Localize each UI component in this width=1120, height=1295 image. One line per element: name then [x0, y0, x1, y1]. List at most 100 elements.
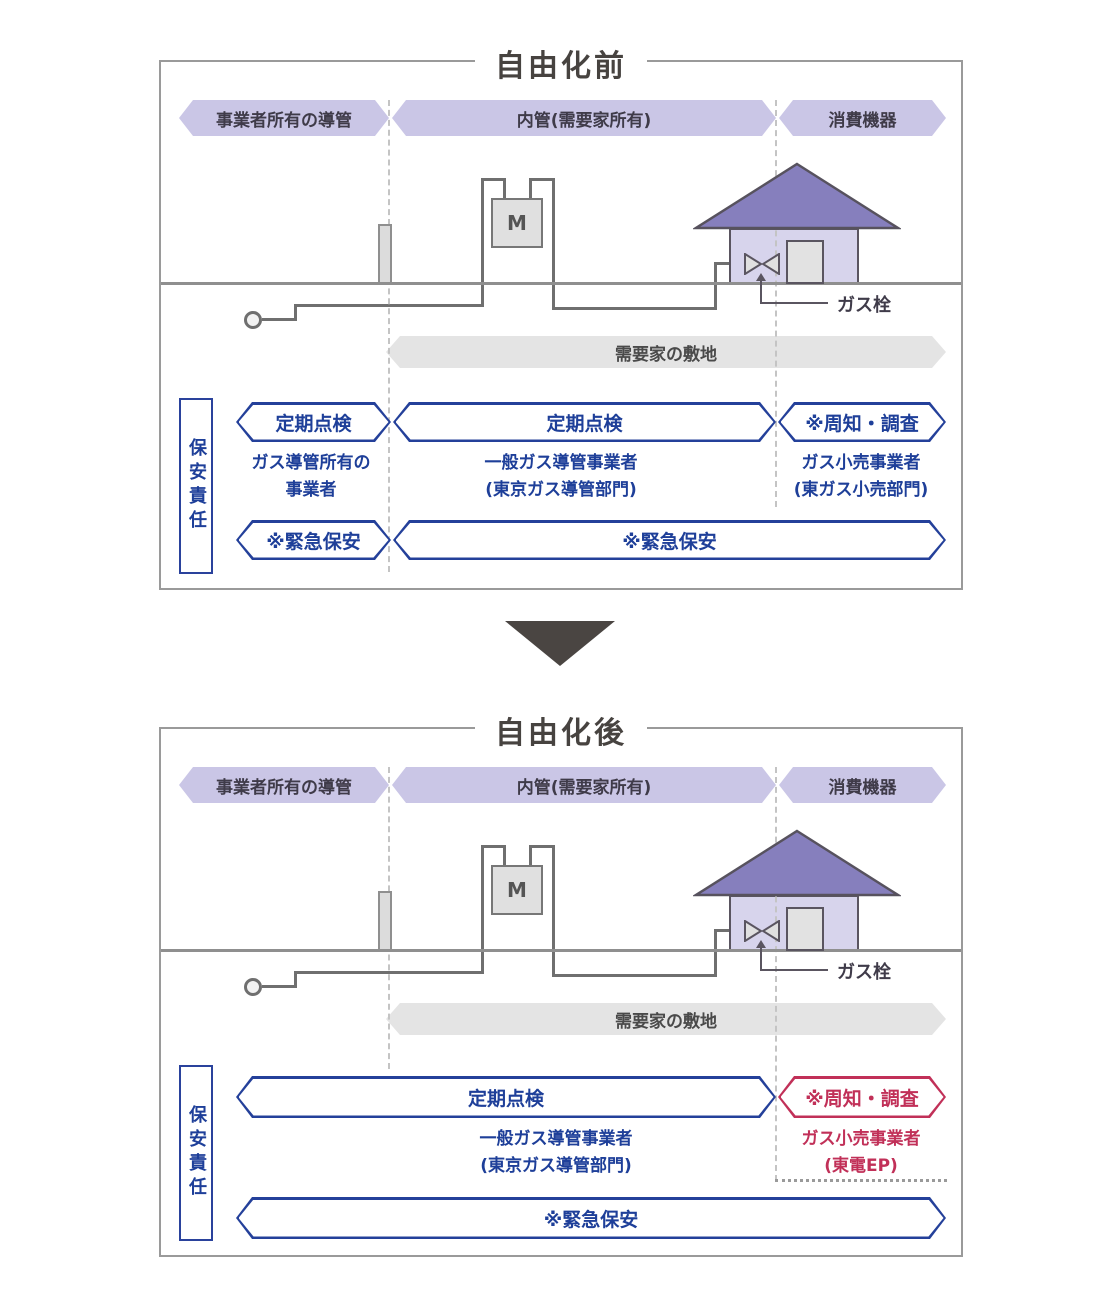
pipe-segment — [529, 845, 532, 869]
water-heater-box — [786, 240, 824, 284]
operator-line: 一般ガス導管事業者 — [484, 453, 638, 473]
pipe-segment — [481, 845, 506, 848]
pipe-segment — [552, 178, 555, 310]
hex-fill — [396, 523, 944, 558]
house-roof-icon — [693, 162, 901, 230]
boundary-dash-left — [388, 100, 390, 572]
transition-arrow-icon — [505, 621, 615, 666]
safety-responsibility-box: 保安責任 — [179, 1065, 213, 1241]
house-roof-icon — [693, 829, 901, 897]
pipe-segment — [552, 974, 717, 977]
zone-inner-pipe: 内管(需要家所有) — [392, 767, 776, 803]
operator-line: ガス小売事業者 — [801, 1129, 921, 1149]
pipe-segment — [503, 845, 506, 869]
operator-line: (東ガス小売部門) — [793, 480, 929, 501]
panel-title: 自由化前 — [475, 41, 647, 85]
emergency-hex-wide: ※緊急保安 — [393, 520, 946, 560]
panel-title: 自由化後 — [475, 708, 647, 752]
pipe-segment — [552, 307, 717, 310]
operator-general-pipe: 一般ガス導管事業者 (東京ガス導管部門) — [341, 1126, 771, 1180]
operator-line: 一般ガス導管事業者 — [479, 1129, 633, 1149]
water-heater-box — [786, 907, 824, 951]
operator-line: (東京ガス導管部門) — [485, 480, 637, 501]
operator-gas-retailer: ガス小売事業者 (東電EP) — [771, 1126, 951, 1180]
zone-consumer-equipment: 消費機器 — [779, 767, 946, 803]
gas-tap-pointer-line — [760, 302, 828, 304]
operator-line: (東京ガス導管部門) — [480, 1156, 632, 1177]
hex-label: ※緊急保安 — [622, 530, 717, 553]
gas-meter: M — [491, 865, 543, 915]
boundary-dot-horizontal — [775, 1179, 947, 1182]
hex-fill — [239, 1079, 774, 1116]
gas-tap-arrow-icon — [756, 273, 766, 281]
meter-label: M — [507, 211, 527, 235]
meter-label: M — [507, 878, 527, 902]
gas-valve-icon — [744, 920, 780, 942]
panel-before-liberalization: 自由化前 事業者所有の導管 内管(需要家所有) 消費機器 M ガス栓 需要家の敷… — [159, 41, 963, 590]
gas-main-connection-icon — [244, 311, 262, 329]
hex-label: 定期点検 — [275, 412, 352, 435]
pipe-segment — [481, 845, 484, 974]
safety-responsibility-box: 保安責任 — [179, 398, 213, 574]
hex-fill — [781, 405, 944, 440]
hex-label: 定期点検 — [467, 1087, 544, 1110]
gas-tap-pointer-line — [760, 969, 828, 971]
hex-label: ※周知・調査 — [805, 412, 919, 435]
notification-survey-hex: ※周知・調査 — [778, 402, 946, 442]
hex-fill — [239, 1200, 944, 1237]
operator-line: ガス導管所有の — [251, 453, 371, 473]
pipe-segment — [529, 845, 555, 848]
operator-line: 事業者 — [285, 480, 337, 501]
ground-line — [161, 949, 961, 952]
pipe-segment — [262, 985, 296, 988]
ground-line — [161, 282, 961, 285]
boundary-dash-right — [775, 767, 777, 1181]
pipe-segment — [529, 178, 532, 202]
consumer-premises-banner: 需要家の敷地 — [386, 1003, 946, 1035]
hex-label: 定期点検 — [546, 412, 623, 435]
emergency-hex-left: ※緊急保安 — [236, 520, 391, 560]
notification-survey-hex: ※周知・調査 — [778, 1076, 946, 1118]
riser-post — [378, 224, 392, 284]
operator-line: (東電EP) — [824, 1156, 898, 1177]
zone-inner-pipe: 内管(需要家所有) — [392, 100, 776, 136]
hex-fill — [239, 405, 389, 440]
pipe-segment — [529, 178, 555, 181]
pipe-segment — [262, 318, 296, 321]
pipe-segment — [294, 304, 297, 321]
gas-valve-icon — [744, 253, 780, 275]
gas-tap-label: ガス栓 — [837, 295, 891, 316]
gas-tap-arrow-icon — [756, 940, 766, 948]
zone-operator-owned-pipe: 事業者所有の導管 — [179, 100, 389, 136]
pipe-segment — [714, 929, 717, 977]
consumer-premises-banner: 需要家の敷地 — [386, 336, 946, 368]
panel-after-liberalization: 自由化後 事業者所有の導管 内管(需要家所有) 消費機器 M ガス栓 需要家の敷… — [159, 708, 963, 1257]
inspection-hex-general-pipe-operator: 定期点検 — [236, 1076, 776, 1118]
pipe-segment — [714, 262, 717, 310]
operator-gas-retailer: ガス小売事業者 (東ガス小売部門) — [771, 450, 951, 504]
pipe-segment — [552, 845, 555, 977]
pipe-segment — [481, 178, 506, 181]
emergency-hex-wide: ※緊急保安 — [236, 1197, 946, 1239]
gas-tap-pointer-line — [760, 947, 762, 971]
pipe-segment — [503, 178, 506, 202]
gas-tap-label: ガス栓 — [837, 962, 891, 983]
pipe-segment — [481, 178, 484, 307]
inspection-hex-pipe-owner: 定期点検 — [236, 402, 391, 442]
hex-fill — [396, 405, 774, 440]
operator-line: ガス小売事業者 — [801, 453, 921, 473]
gas-tap-pointer-line — [760, 280, 762, 304]
riser-post — [378, 891, 392, 951]
zone-operator-owned-pipe: 事業者所有の導管 — [179, 767, 389, 803]
hex-fill — [781, 1079, 944, 1116]
operator-general-pipe: 一般ガス導管事業者 (東京ガス導管部門) — [376, 450, 746, 504]
hex-label: ※周知・調査 — [805, 1087, 919, 1110]
hex-fill — [239, 523, 389, 558]
inspection-hex-general-pipe-operator: 定期点検 — [393, 402, 776, 442]
gas-meter: M — [491, 198, 543, 248]
hex-label: ※緊急保安 — [266, 530, 361, 553]
hex-label: ※緊急保安 — [543, 1208, 639, 1231]
pipe-segment — [294, 971, 297, 988]
zone-consumer-equipment: 消費機器 — [779, 100, 946, 136]
gas-main-connection-icon — [244, 978, 262, 996]
